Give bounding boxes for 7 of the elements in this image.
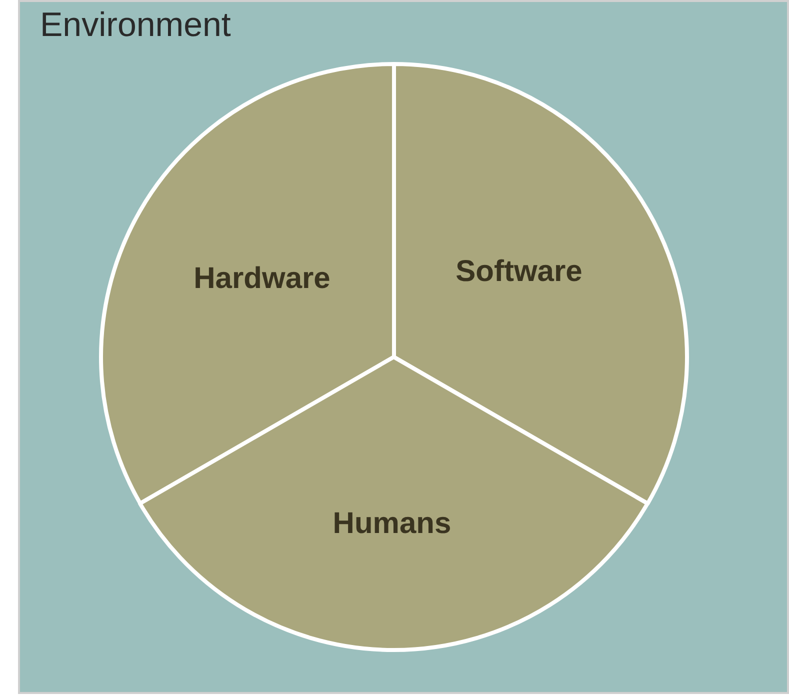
slice-label: Software xyxy=(456,255,582,289)
environment-panel xyxy=(18,0,789,694)
pie-slice xyxy=(391,61,690,506)
panel-title: Environment xyxy=(40,6,231,45)
slice-label: Hardware xyxy=(194,262,330,296)
slice-label: Humans xyxy=(332,507,452,541)
pie-slice xyxy=(137,354,651,653)
